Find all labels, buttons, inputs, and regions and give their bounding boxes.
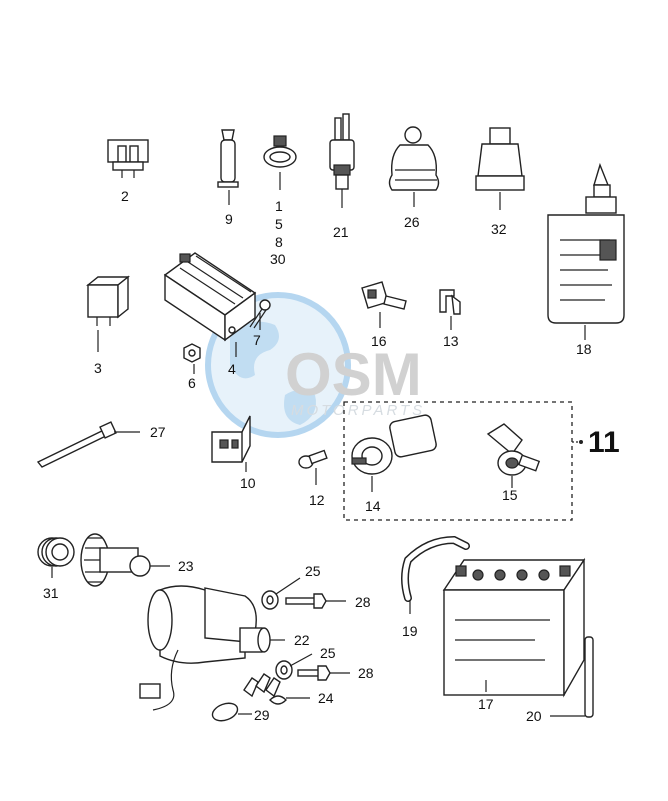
part-nut [183, 343, 201, 374]
part-cover [475, 127, 525, 210]
part-lock [486, 423, 541, 488]
callout-24: 24 [318, 690, 334, 706]
callout-6: 6 [188, 375, 196, 391]
part-starter-drive [80, 533, 170, 587]
callout-13: 13 [443, 333, 459, 349]
callout-9: 9 [225, 211, 233, 227]
part-bolt-12 [298, 449, 328, 485]
callout-3: 3 [94, 360, 102, 376]
callout-28a: 28 [355, 594, 371, 610]
part-boot [388, 126, 440, 207]
part-battery [442, 557, 586, 698]
callout-5: 5 [275, 216, 283, 232]
callout-25a: 25 [305, 563, 321, 579]
callout-26: 26 [404, 214, 420, 230]
part-bolt-28a [285, 593, 346, 609]
part-o-ring [211, 702, 252, 722]
callout-15: 15 [502, 487, 518, 503]
part-washer-25b [275, 653, 313, 680]
callout-22: 22 [294, 632, 310, 648]
group-label-11: 11 [588, 426, 620, 459]
part-bolt-28b [297, 665, 350, 681]
part-relay [86, 275, 130, 352]
part-screw-7 [249, 299, 271, 330]
part-starter-motor [139, 585, 285, 711]
part-fuse-holder [107, 139, 149, 178]
callout-1: 1 [275, 198, 283, 214]
callout-8: 8 [275, 234, 283, 250]
callout-12: 12 [309, 492, 325, 508]
callout-25b: 25 [320, 645, 336, 661]
callout-10: 10 [240, 475, 256, 491]
callout-18: 18 [576, 341, 592, 357]
part-coil [211, 415, 251, 472]
watermark-subtitle: MOTORPARTS [291, 402, 425, 419]
part-connector [361, 281, 407, 328]
callout-28b: 28 [358, 665, 374, 681]
part-drain-tube [550, 636, 594, 718]
part-brake-switch [329, 113, 355, 208]
part-cap [217, 129, 239, 205]
callout-31: 31 [43, 585, 59, 601]
part-cable-tie [36, 421, 140, 468]
callout-4: 4 [228, 361, 236, 377]
callout-16: 16 [371, 333, 387, 349]
callout-27: 27 [150, 424, 166, 440]
part-regulator [163, 252, 257, 357]
callout-21: 21 [333, 224, 349, 240]
part-ignition-switch [351, 414, 437, 492]
part-spring [37, 537, 75, 578]
callout-29: 29 [254, 707, 270, 723]
part-washer-25a [261, 577, 301, 610]
callout-7: 7 [253, 332, 261, 348]
part-bracket [243, 673, 310, 705]
callout-19: 19 [402, 623, 418, 639]
group-11-box [343, 401, 573, 521]
watermark: OSM MOTORPARTS [205, 292, 425, 438]
part-oil-bottle [547, 162, 625, 340]
callout-2: 2 [121, 188, 129, 204]
callout-23: 23 [178, 558, 194, 574]
part-clip [439, 289, 461, 330]
callout-20: 20 [526, 708, 542, 724]
part-vent-hose [401, 535, 470, 614]
part-clamp [263, 135, 297, 190]
watermark-brand: OSM [285, 341, 422, 408]
callout-17: 17 [478, 696, 494, 712]
callout-14: 14 [365, 498, 381, 514]
callout-32: 32 [491, 221, 507, 237]
callout-30: 30 [270, 251, 286, 267]
